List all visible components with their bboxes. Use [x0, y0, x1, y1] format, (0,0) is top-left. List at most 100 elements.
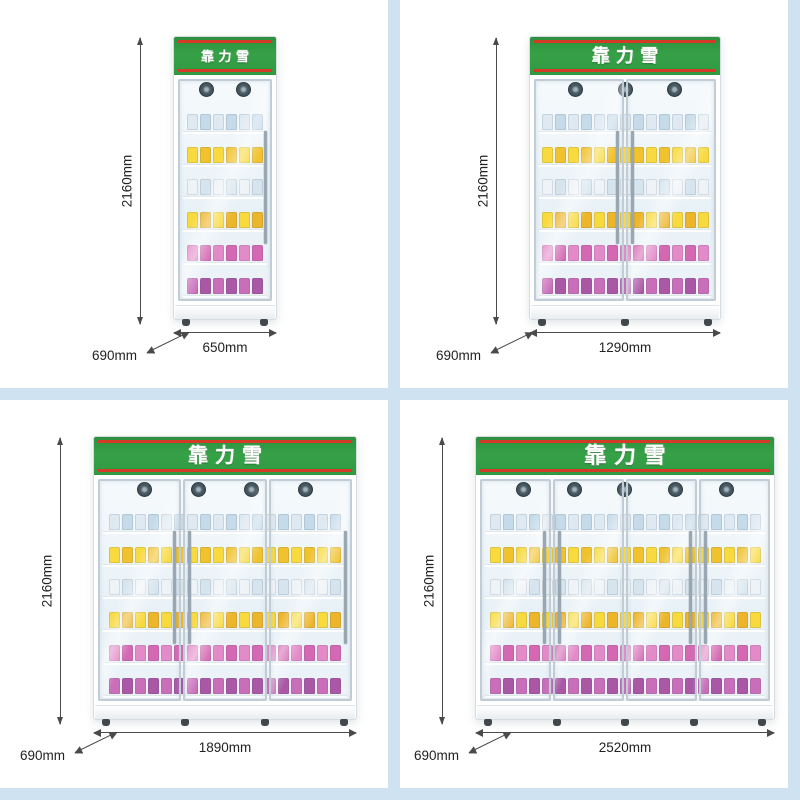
- product-pack: [200, 113, 211, 130]
- product-pack: [502, 645, 514, 662]
- shelf-bar: [485, 694, 765, 698]
- product-pack: [200, 146, 211, 163]
- fan-icon: [617, 482, 633, 497]
- product-pack: [580, 179, 592, 196]
- caster-wheel: [689, 719, 698, 726]
- product-pack: [317, 612, 328, 629]
- width-dimension-label: 650mm: [202, 340, 248, 355]
- product-packs: [485, 645, 765, 662]
- product-pack: [619, 579, 631, 596]
- product-pack: [541, 513, 553, 530]
- product-pack: [606, 546, 618, 563]
- product-pack: [213, 113, 224, 130]
- door-handle: [704, 531, 707, 645]
- product-pack: [213, 146, 224, 163]
- product-pack: [606, 579, 618, 596]
- product-pack: [723, 579, 735, 596]
- product-pack: [226, 546, 237, 563]
- product-pack: [749, 513, 761, 530]
- product-pack: [619, 277, 631, 294]
- product-pack: [645, 579, 657, 596]
- product-pack: [304, 612, 315, 629]
- product-pack: [671, 212, 683, 229]
- product-pack: [554, 645, 566, 662]
- panel-three-door: 2160mm 靠力雪 1890mm 690mm: [0, 400, 388, 788]
- product-pack: [200, 212, 211, 229]
- door-handle: [343, 531, 347, 645]
- product-pack: [567, 277, 579, 294]
- height-dimension-line: [493, 37, 499, 325]
- casters: [182, 319, 268, 326]
- product-pack: [749, 546, 761, 563]
- product-pack: [541, 645, 553, 662]
- depth-dimension: 690mm: [414, 731, 515, 763]
- casters: [538, 319, 712, 326]
- product-pack: [122, 513, 133, 530]
- product-pack: [593, 212, 605, 229]
- fan-icon: [136, 482, 152, 497]
- product-pack: [291, 677, 302, 694]
- product-pack: [502, 677, 514, 694]
- product-pack: [593, 245, 605, 262]
- product-pack: [252, 677, 263, 694]
- product-pack: [213, 645, 224, 662]
- product-pack: [645, 245, 657, 262]
- product-pack: [580, 113, 592, 130]
- product-pack: [135, 612, 146, 629]
- product-pack: [135, 513, 146, 530]
- product-pack: [278, 546, 289, 563]
- product-pack: [239, 612, 250, 629]
- product-pack: [736, 546, 748, 563]
- shelf-row: [183, 167, 267, 200]
- product-pack: [109, 645, 120, 662]
- product-pack: [135, 579, 146, 596]
- product-pack: [671, 245, 683, 262]
- product-pack: [515, 546, 527, 563]
- fan-icon: [666, 82, 682, 97]
- product-pack: [658, 245, 670, 262]
- product-pack: [528, 546, 540, 563]
- product-pack: [187, 677, 198, 694]
- product-pack: [645, 513, 657, 530]
- shelf-bar: [539, 294, 711, 298]
- glass-door: [98, 479, 182, 701]
- product-pack: [109, 513, 120, 530]
- product-pack: [226, 212, 237, 229]
- product-pack: [252, 546, 263, 563]
- product-pack: [213, 212, 224, 229]
- product-pack: [213, 277, 224, 294]
- freezer-header-panel: 靠力雪: [94, 437, 356, 475]
- product-pack: [226, 113, 237, 130]
- product-pack: [187, 645, 198, 662]
- product-pack: [278, 677, 289, 694]
- product-pack: [135, 677, 146, 694]
- product-pack: [161, 546, 172, 563]
- product-pack: [671, 612, 683, 629]
- height-dimension-label: 2160mm: [475, 154, 491, 208]
- fan-icon: [617, 82, 633, 97]
- product-pack: [697, 245, 709, 262]
- product-pack: [502, 513, 514, 530]
- product-pack: [658, 277, 670, 294]
- product-pack: [489, 579, 501, 596]
- caster-wheel: [260, 719, 269, 726]
- product-pack: [200, 579, 211, 596]
- panel-stage: 2160mm 靠力雪 1290mm: [400, 0, 788, 355]
- product-pack: [161, 645, 172, 662]
- product-pack: [593, 513, 605, 530]
- product-pack: [580, 546, 592, 563]
- product-pack: [187, 546, 198, 563]
- shelf-bar: [183, 196, 267, 200]
- freezer-base: [531, 305, 719, 319]
- product-pack: [671, 546, 683, 563]
- shelf-row: [183, 101, 267, 134]
- freezer-column: 靠力雪 2520mm: [475, 436, 775, 755]
- product-pack: [567, 612, 579, 629]
- product-pack: [671, 277, 683, 294]
- product-pack: [226, 277, 237, 294]
- product-pack: [632, 546, 644, 563]
- product-pack: [593, 612, 605, 629]
- product-pack: [330, 612, 341, 629]
- height-dimension-label: 2160mm: [39, 554, 55, 608]
